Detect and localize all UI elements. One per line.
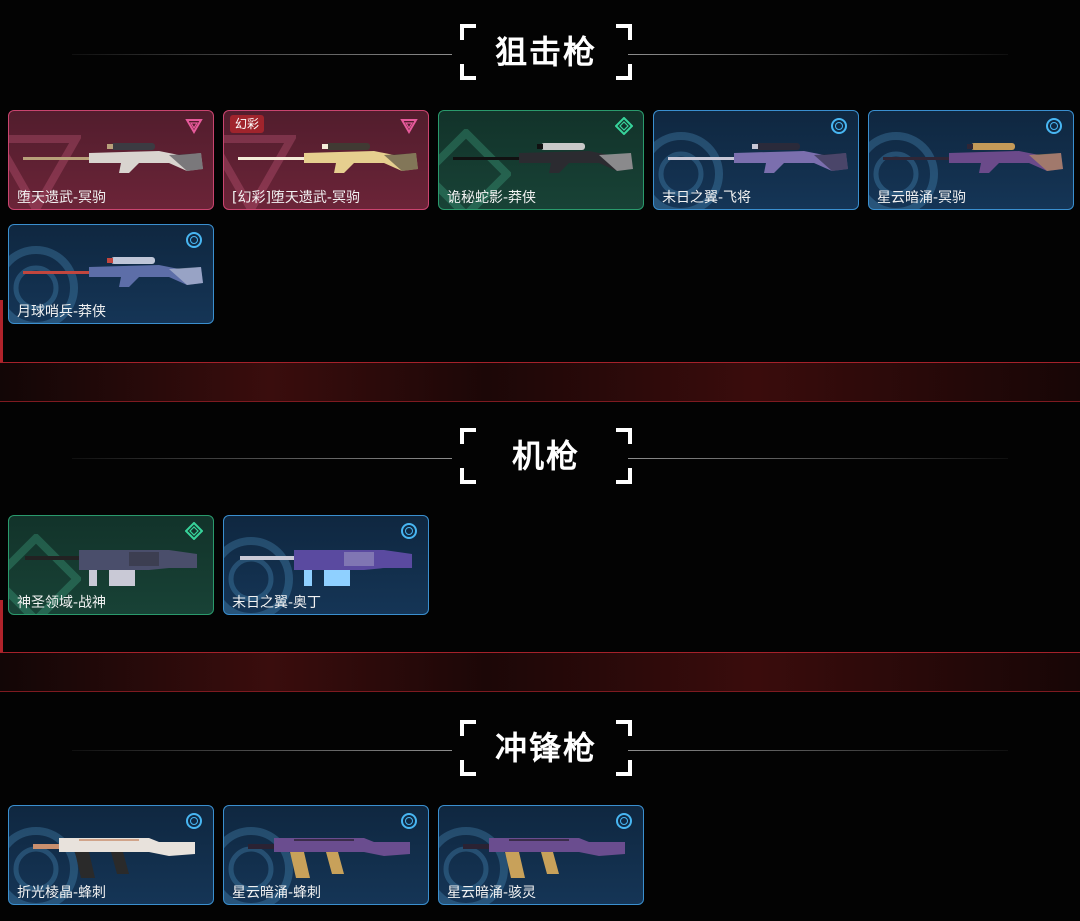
section-smg: 冲锋枪 [0,690,1080,921]
section-divider-band [0,362,1080,402]
weapon-name: 末日之翼-奥丁 [232,595,322,611]
section-divider-band [0,652,1080,692]
weapon-name: 诡秘蛇影-莽侠 [447,190,537,206]
diamond-icon [614,116,634,136]
circle-icon [1045,117,1063,135]
header-line-left [72,458,452,459]
variant-tag: 幻彩 [230,115,265,133]
circle-icon [185,812,203,830]
weapon-name: 堕天遗武-冥驹 [17,190,107,206]
rarity-watermark [9,243,81,323]
section-sniper: 狙击枪 [0,0,1080,360]
section-header: 狙击枪 [0,24,1080,84]
section-title: 机枪 [511,437,580,475]
rarity-watermark [439,127,513,209]
weapon-card[interactable]: 星云暗涌-冥驹 [868,110,1074,210]
header-line-left [72,750,452,751]
section-machine-gun: 机枪 [0,400,1080,650]
left-edge-accent [0,300,3,362]
weapon-card[interactable]: 末日之翼-飞将 [653,110,859,210]
section-header: 机枪 [0,428,1080,488]
header-line-right [628,750,1008,751]
weapon-name: 折光棱晶-蜂刺 [17,885,107,901]
weapon-name: [幻彩]堕天遗武-冥驹 [232,190,360,206]
weapon-card[interactable]: 神圣领域-战神 [8,515,214,615]
weapon-card[interactable]: 折光棱晶-蜂刺 [8,805,214,905]
header-line-right [628,458,1008,459]
weapon-name: 月球哨兵-莽侠 [17,304,107,320]
header-brackets [460,428,632,484]
weapon-card[interactable]: 星云暗涌-骇灵 [438,805,644,905]
weapon-card[interactable]: 堕天遗武-冥驹 [8,110,214,210]
header-line-left [72,54,452,55]
circle-icon [400,812,418,830]
diamond-icon [184,521,204,541]
rarity-watermark [654,129,726,209]
weapon-name: 神圣领域-战神 [17,595,107,611]
section-header: 冲锋枪 [0,720,1080,780]
weapon-name: 星云暗涌-蜂刺 [232,885,322,901]
rarity-watermark [9,532,83,614]
weapon-card[interactable]: 幻彩 [幻彩]堕天遗武-冥驹 [223,110,429,210]
triangle-icon [400,117,418,135]
rarity-watermark [869,129,941,209]
weapon-card[interactable]: 星云暗涌-蜂刺 [223,805,429,905]
weapon-name: 末日之翼-飞将 [662,190,752,206]
triangle-icon [185,117,203,135]
weapon-card[interactable]: 诡秘蛇影-莽侠 [438,110,644,210]
rarity-watermark [9,129,83,209]
rarity-watermark [224,129,298,209]
header-line-right [628,54,1008,55]
circle-icon [185,231,203,249]
section-title: 狙击枪 [494,33,597,71]
circle-icon [400,522,418,540]
weapon-card[interactable]: 末日之翼-奥丁 [223,515,429,615]
section-title: 冲锋枪 [494,729,597,767]
circle-icon [615,812,633,830]
weapon-name: 星云暗涌-冥驹 [877,190,967,206]
weapon-card[interactable]: 月球哨兵-莽侠 [8,224,214,324]
weapon-name: 星云暗涌-骇灵 [447,885,537,901]
header-brackets [460,24,632,80]
left-edge-accent [0,600,3,652]
header-brackets [460,720,632,776]
circle-icon [830,117,848,135]
